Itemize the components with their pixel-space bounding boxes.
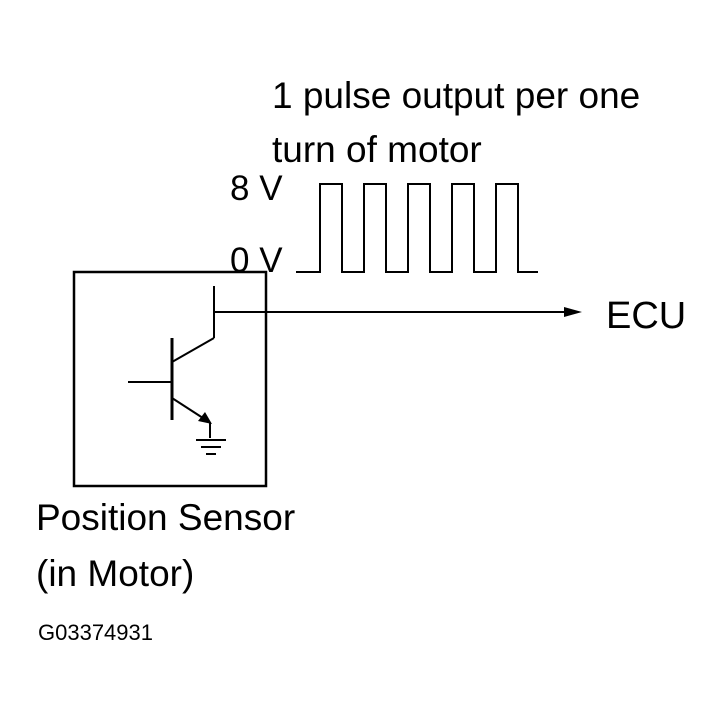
arrow-head-icon: [564, 307, 582, 317]
caption-line-1: 1 pulse output per one: [272, 75, 640, 116]
ground-icon: [196, 439, 226, 455]
emitter-arrow-icon: [198, 412, 212, 424]
emitter-diagonal: [171, 397, 207, 421]
position-sensor-box: [72, 270, 268, 488]
transistor-symbol: [128, 286, 215, 438]
caption-line-2: turn of motor: [272, 129, 482, 170]
pulse-waveform: [296, 183, 538, 273]
ecu-label: ECU: [606, 295, 686, 337]
collector-diagonal: [171, 337, 215, 363]
voltage-high-label: 8 V: [230, 169, 283, 208]
figure-code: G03374931: [38, 620, 153, 645]
voltage-low-label: 0 V: [230, 241, 283, 280]
sensor-label-line-1: Position Sensor: [36, 497, 295, 538]
sensor-label-line-2: (in Motor): [36, 553, 194, 594]
